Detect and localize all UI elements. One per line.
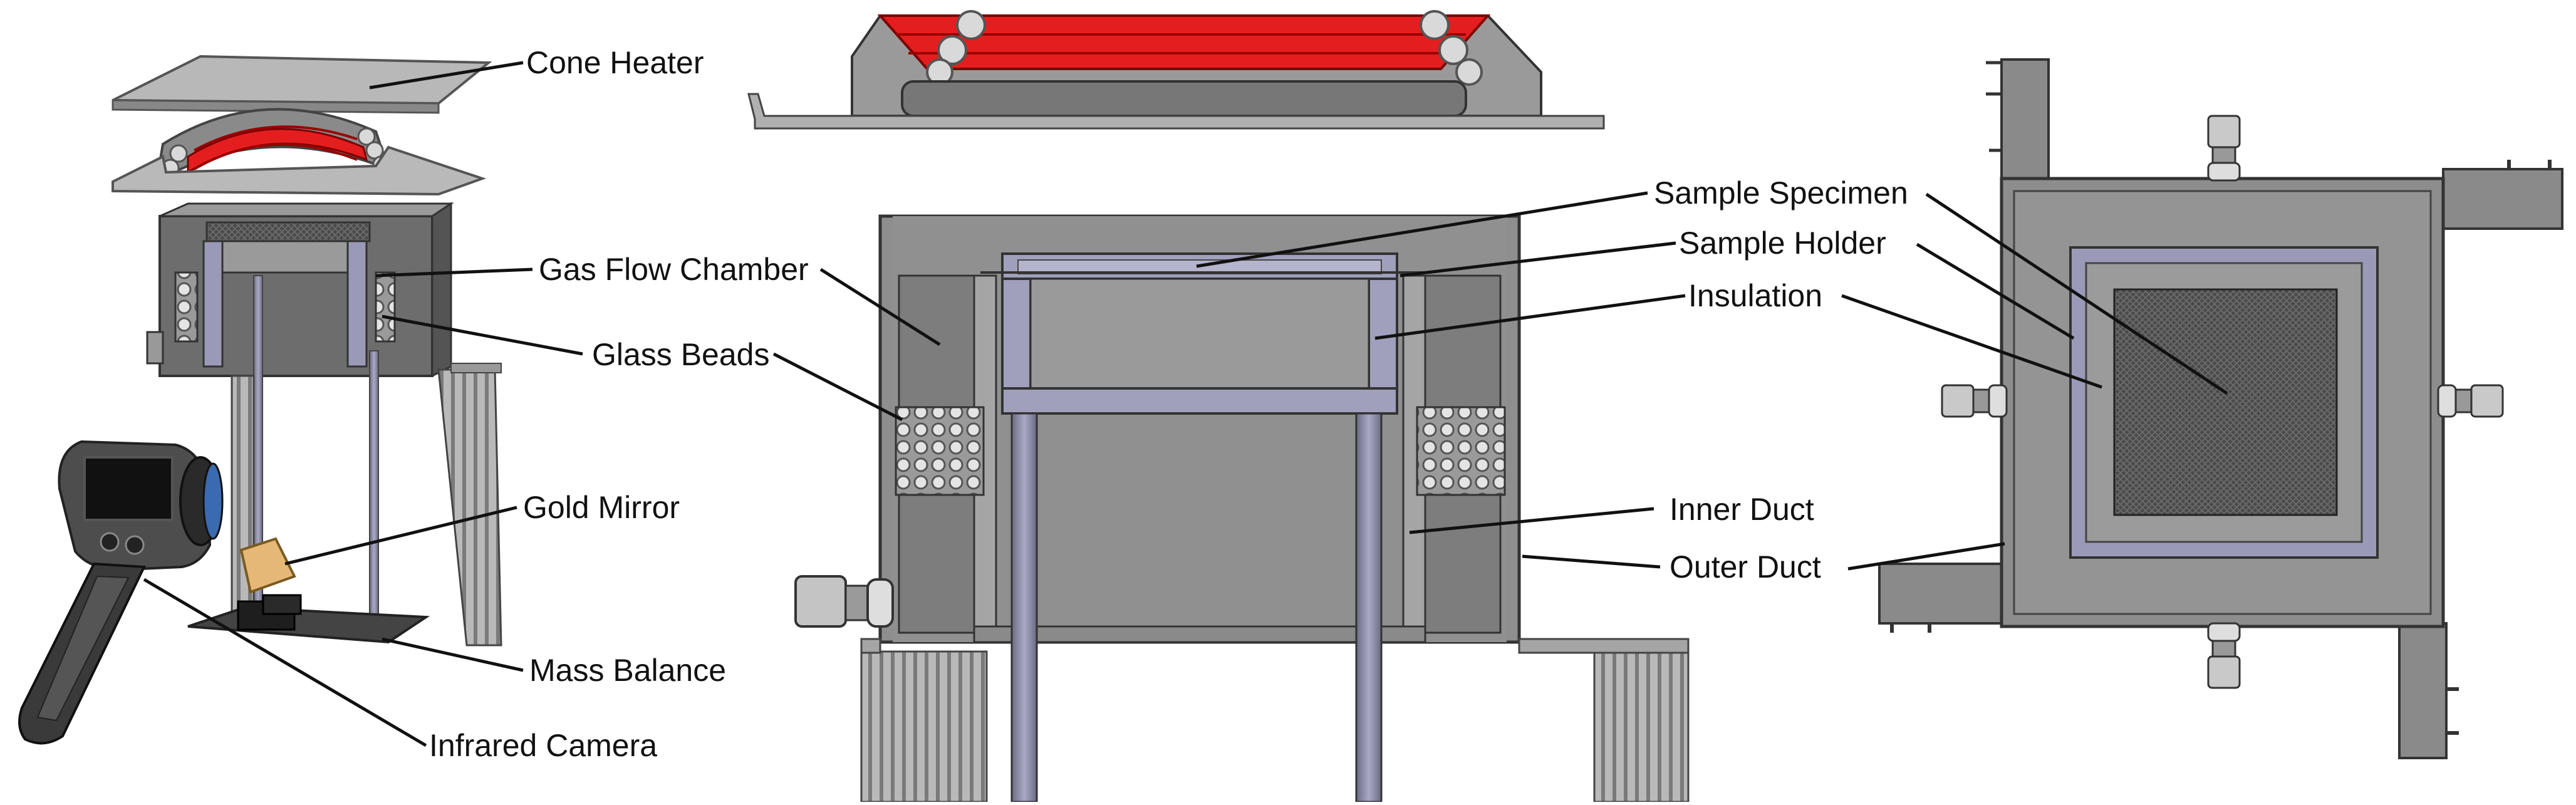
exploded-assembly-view: Cone Heater Gas Flow Chamber Glass Beads… xyxy=(18,45,809,763)
label-glass-beads: Glass Beads xyxy=(592,337,769,372)
label-sample-specimen: Sample Specimen xyxy=(1654,175,1908,210)
label-insulation: Insulation xyxy=(1688,278,1822,313)
label-gas-flow-chamber: Gas Flow Chamber xyxy=(539,252,809,287)
fitting-bottom xyxy=(2207,622,2241,689)
glass-beads-right xyxy=(1416,406,1506,496)
fitting-top xyxy=(2207,115,2241,182)
label-mass-balance: Mass Balance xyxy=(529,653,726,688)
heater-cross-section xyxy=(747,10,1605,130)
glass-beads-left xyxy=(895,406,985,496)
label-gold-mirror: Gold Mirror xyxy=(523,490,680,525)
cone-heater-bottom-plate xyxy=(112,145,487,196)
sample-specimen-top xyxy=(2113,288,2338,516)
cross-section-view xyxy=(747,10,1690,803)
label-cone-heater: Cone Heater xyxy=(526,45,704,80)
gas-inlet-fitting xyxy=(794,575,894,628)
gold-mirror xyxy=(239,537,296,594)
top-view xyxy=(1841,58,2563,759)
fitting-left xyxy=(1941,384,2008,418)
label-sample-holder: Sample Holder xyxy=(1679,226,1886,261)
label-inner-duct: Inner Duct xyxy=(1670,492,1814,527)
label-outer-duct: Outer Duct xyxy=(1670,549,1821,584)
infrared-camera xyxy=(18,440,224,745)
sample-holder xyxy=(1001,252,1398,415)
label-infrared-camera: Infrared Camera xyxy=(429,728,657,763)
cone-heater-top-plate xyxy=(112,55,492,105)
fitting-right xyxy=(2437,384,2504,418)
